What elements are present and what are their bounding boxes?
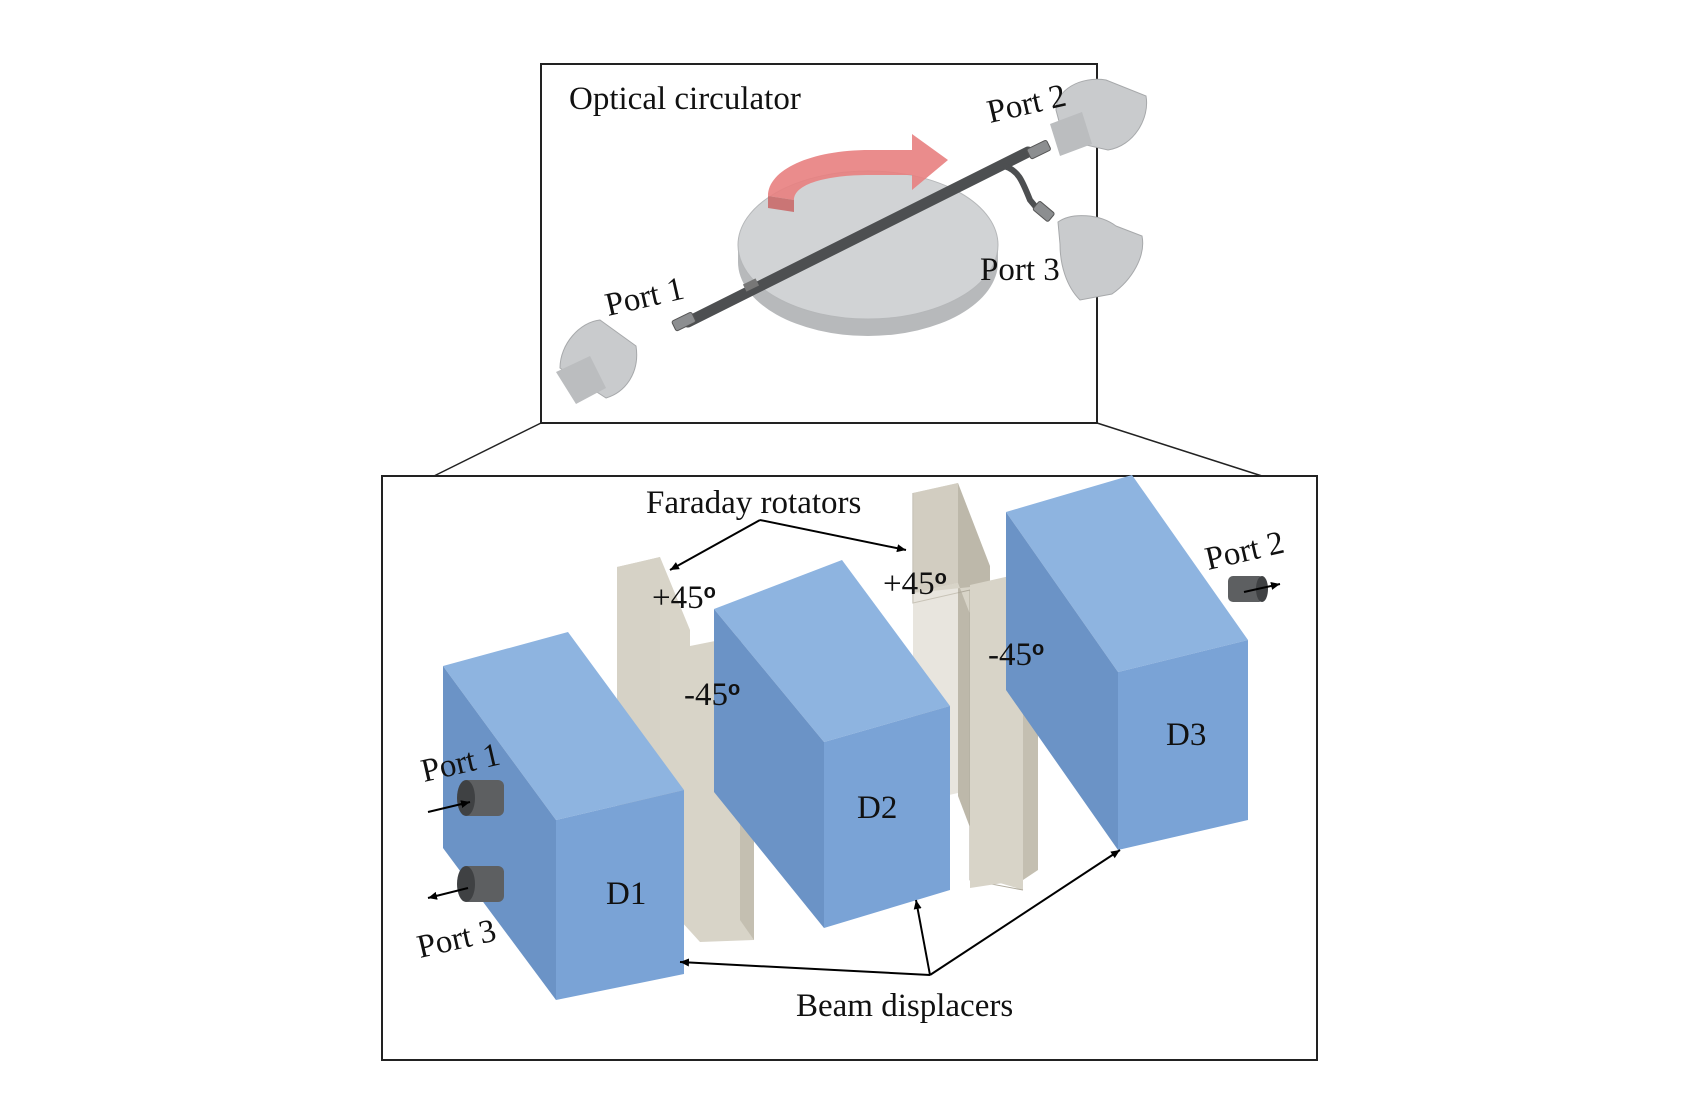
d3-label: D3 [1166,717,1206,753]
beam-displacer-d1 [443,632,684,1000]
beam-displacers-label: Beam displacers [796,988,1013,1024]
top-port3-connector [1032,201,1144,301]
bottom-port1-cylinder [457,780,504,816]
zoom-line-right [1096,422,1263,477]
rotator1-minus-angle: -45o [684,677,740,713]
rotator2-minus-angle: -45o [988,637,1044,673]
fiber-paths [682,146,1043,328]
top-port2-connector [1026,78,1148,160]
d2-label: D2 [857,790,897,826]
top-port3-label: Port 3 [980,252,1060,288]
faraday-rotators-label: Faraday rotators [646,485,861,521]
annotation-arrows [427,519,1281,976]
beam-displacer-d2 [714,560,950,928]
circulation-arrow [768,134,948,212]
zoom-line-left [433,422,542,477]
beam-displacer-d3 [1006,475,1248,850]
d1-label: D1 [606,876,646,912]
rotator2-plus-angle: +45o [883,566,947,602]
bottom-port3-cylinder [457,866,504,902]
top-port1-connector [556,311,696,404]
top-panel-title: Optical circulator [569,81,801,117]
rotator1-plus-angle: +45o [652,580,716,616]
